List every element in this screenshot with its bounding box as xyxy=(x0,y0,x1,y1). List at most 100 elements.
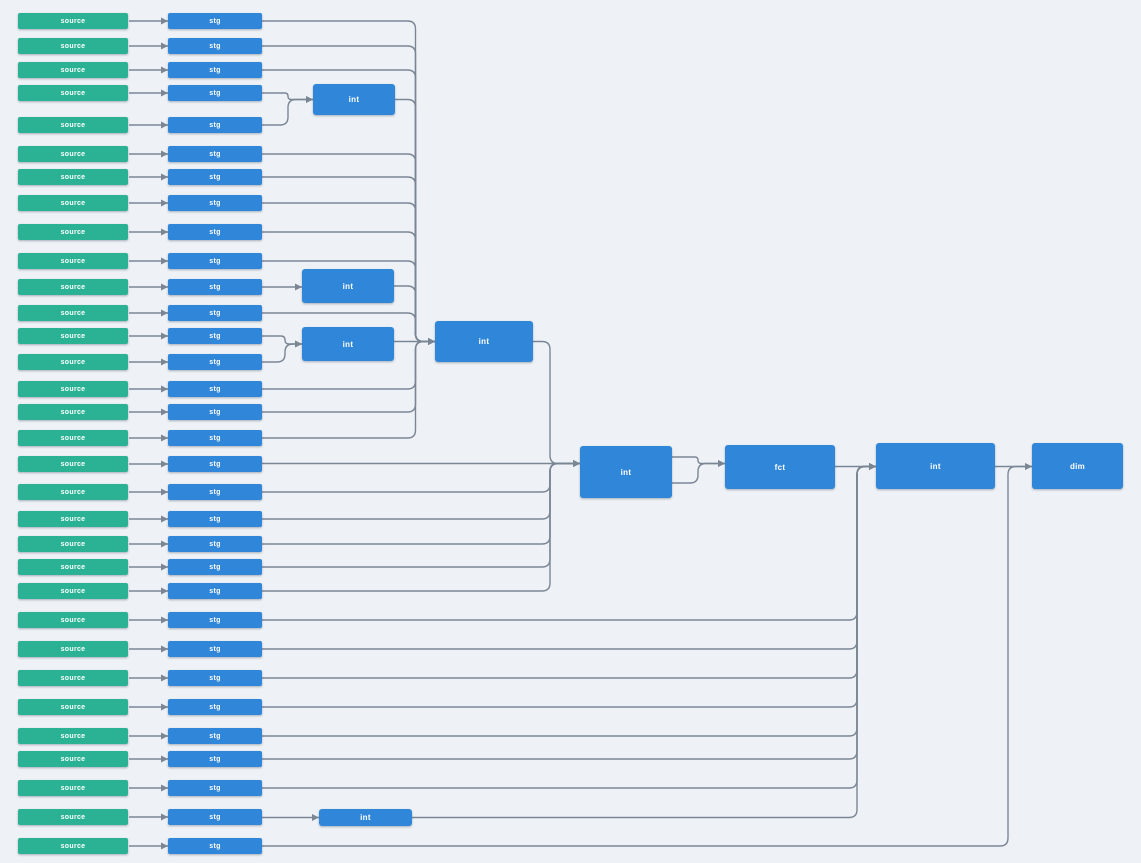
node-label: source xyxy=(60,385,86,393)
node-source-19[interactable]: source xyxy=(18,484,128,500)
node-stg-7[interactable]: stg xyxy=(168,169,262,185)
node-source-9[interactable]: source xyxy=(18,224,128,240)
node-label: stg xyxy=(209,17,221,25)
node-source-14[interactable]: source xyxy=(18,354,128,370)
node-source-28[interactable]: source xyxy=(18,728,128,744)
edge-stg29-int-f xyxy=(262,463,876,760)
node-source-20[interactable]: source xyxy=(18,511,128,527)
node-label: dim xyxy=(1069,461,1086,471)
node-stg-9[interactable]: stg xyxy=(168,224,262,240)
node-source-17[interactable]: source xyxy=(18,430,128,446)
node-label: stg xyxy=(209,173,221,181)
node-stg-26[interactable]: stg xyxy=(168,670,262,686)
node-label: stg xyxy=(209,703,221,711)
node-stg-17[interactable]: stg xyxy=(168,430,262,446)
node-label: source xyxy=(60,563,86,571)
node-stg-10[interactable]: stg xyxy=(168,253,262,269)
node-source-21[interactable]: source xyxy=(18,536,128,552)
node-source-16[interactable]: source xyxy=(18,404,128,420)
node-fct[interactable]: fct xyxy=(725,445,835,489)
node-stg-22[interactable]: stg xyxy=(168,559,262,575)
node-label: stg xyxy=(209,42,221,50)
node-int-g[interactable]: int xyxy=(319,809,412,826)
node-stg-31[interactable]: stg xyxy=(168,809,262,825)
node-source-6[interactable]: source xyxy=(18,146,128,162)
node-source-30[interactable]: source xyxy=(18,780,128,796)
node-source-29[interactable]: source xyxy=(18,751,128,767)
node-label: source xyxy=(60,408,86,416)
node-stg-25[interactable]: stg xyxy=(168,641,262,657)
node-source-8[interactable]: source xyxy=(18,195,128,211)
node-stg-1[interactable]: stg xyxy=(168,13,262,29)
node-source-23[interactable]: source xyxy=(18,583,128,599)
node-stg-12[interactable]: stg xyxy=(168,305,262,321)
node-stg-2[interactable]: stg xyxy=(168,38,262,54)
node-stg-23[interactable]: stg xyxy=(168,583,262,599)
edge-int-g-int-f xyxy=(412,463,876,819)
node-stg-13[interactable]: stg xyxy=(168,328,262,344)
node-source-1[interactable]: source xyxy=(18,13,128,29)
node-source-3[interactable]: source xyxy=(18,62,128,78)
edge-stg7-int-d xyxy=(262,176,435,345)
node-label: stg xyxy=(209,755,221,763)
edge-stg28-int-f xyxy=(262,463,876,737)
node-int-c[interactable]: int xyxy=(302,327,394,361)
node-label: source xyxy=(60,488,86,496)
node-int-d[interactable]: int xyxy=(435,321,533,362)
node-label: source xyxy=(60,515,86,523)
node-source-13[interactable]: source xyxy=(18,328,128,344)
node-stg-21[interactable]: stg xyxy=(168,536,262,552)
node-source-11[interactable]: source xyxy=(18,279,128,295)
node-int-e[interactable]: int xyxy=(580,446,672,498)
node-source-22[interactable]: source xyxy=(18,559,128,575)
node-source-4[interactable]: source xyxy=(18,85,128,101)
node-label: stg xyxy=(209,358,221,366)
node-stg-11[interactable]: stg xyxy=(168,279,262,295)
node-stg-29[interactable]: stg xyxy=(168,751,262,767)
node-label: source xyxy=(60,309,86,317)
node-source-24[interactable]: source xyxy=(18,612,128,628)
node-source-7[interactable]: source xyxy=(18,169,128,185)
node-stg-14[interactable]: stg xyxy=(168,354,262,370)
node-source-27[interactable]: source xyxy=(18,699,128,715)
node-stg-16[interactable]: stg xyxy=(168,404,262,420)
node-source-5[interactable]: source xyxy=(18,117,128,133)
node-stg-32[interactable]: stg xyxy=(168,838,262,854)
node-label: stg xyxy=(209,674,221,682)
node-source-12[interactable]: source xyxy=(18,305,128,321)
node-stg-24[interactable]: stg xyxy=(168,612,262,628)
node-stg-4[interactable]: stg xyxy=(168,85,262,101)
node-stg-5[interactable]: stg xyxy=(168,117,262,133)
node-source-15[interactable]: source xyxy=(18,381,128,397)
node-stg-18[interactable]: stg xyxy=(168,456,262,472)
edge-int-d-int-e xyxy=(533,340,580,467)
node-label: source xyxy=(60,460,86,468)
node-source-25[interactable]: source xyxy=(18,641,128,657)
node-stg-19[interactable]: stg xyxy=(168,484,262,500)
node-label: int xyxy=(360,813,371,822)
node-label: source xyxy=(60,150,86,158)
node-stg-8[interactable]: stg xyxy=(168,195,262,211)
node-stg-20[interactable]: stg xyxy=(168,511,262,527)
node-int-b[interactable]: int xyxy=(302,269,394,303)
node-label: source xyxy=(60,732,86,740)
node-source-10[interactable]: source xyxy=(18,253,128,269)
node-source-32[interactable]: source xyxy=(18,838,128,854)
node-source-26[interactable]: source xyxy=(18,670,128,686)
node-source-18[interactable]: source xyxy=(18,456,128,472)
node-stg-15[interactable]: stg xyxy=(168,381,262,397)
edge-int-b-int-d xyxy=(394,285,435,345)
node-source-31[interactable]: source xyxy=(18,809,128,825)
node-label: stg xyxy=(209,150,221,158)
node-source-2[interactable]: source xyxy=(18,38,128,54)
node-stg-6[interactable]: stg xyxy=(168,146,262,162)
node-stg-28[interactable]: stg xyxy=(168,728,262,744)
node-stg-27[interactable]: stg xyxy=(168,699,262,715)
node-dim[interactable]: dim xyxy=(1032,443,1123,489)
node-stg-30[interactable]: stg xyxy=(168,780,262,796)
edge-stg27-int-f xyxy=(262,463,876,708)
node-label: stg xyxy=(209,563,221,571)
node-stg-3[interactable]: stg xyxy=(168,62,262,78)
node-int-f[interactable]: int xyxy=(876,443,995,489)
node-int-a[interactable]: int xyxy=(313,84,395,115)
